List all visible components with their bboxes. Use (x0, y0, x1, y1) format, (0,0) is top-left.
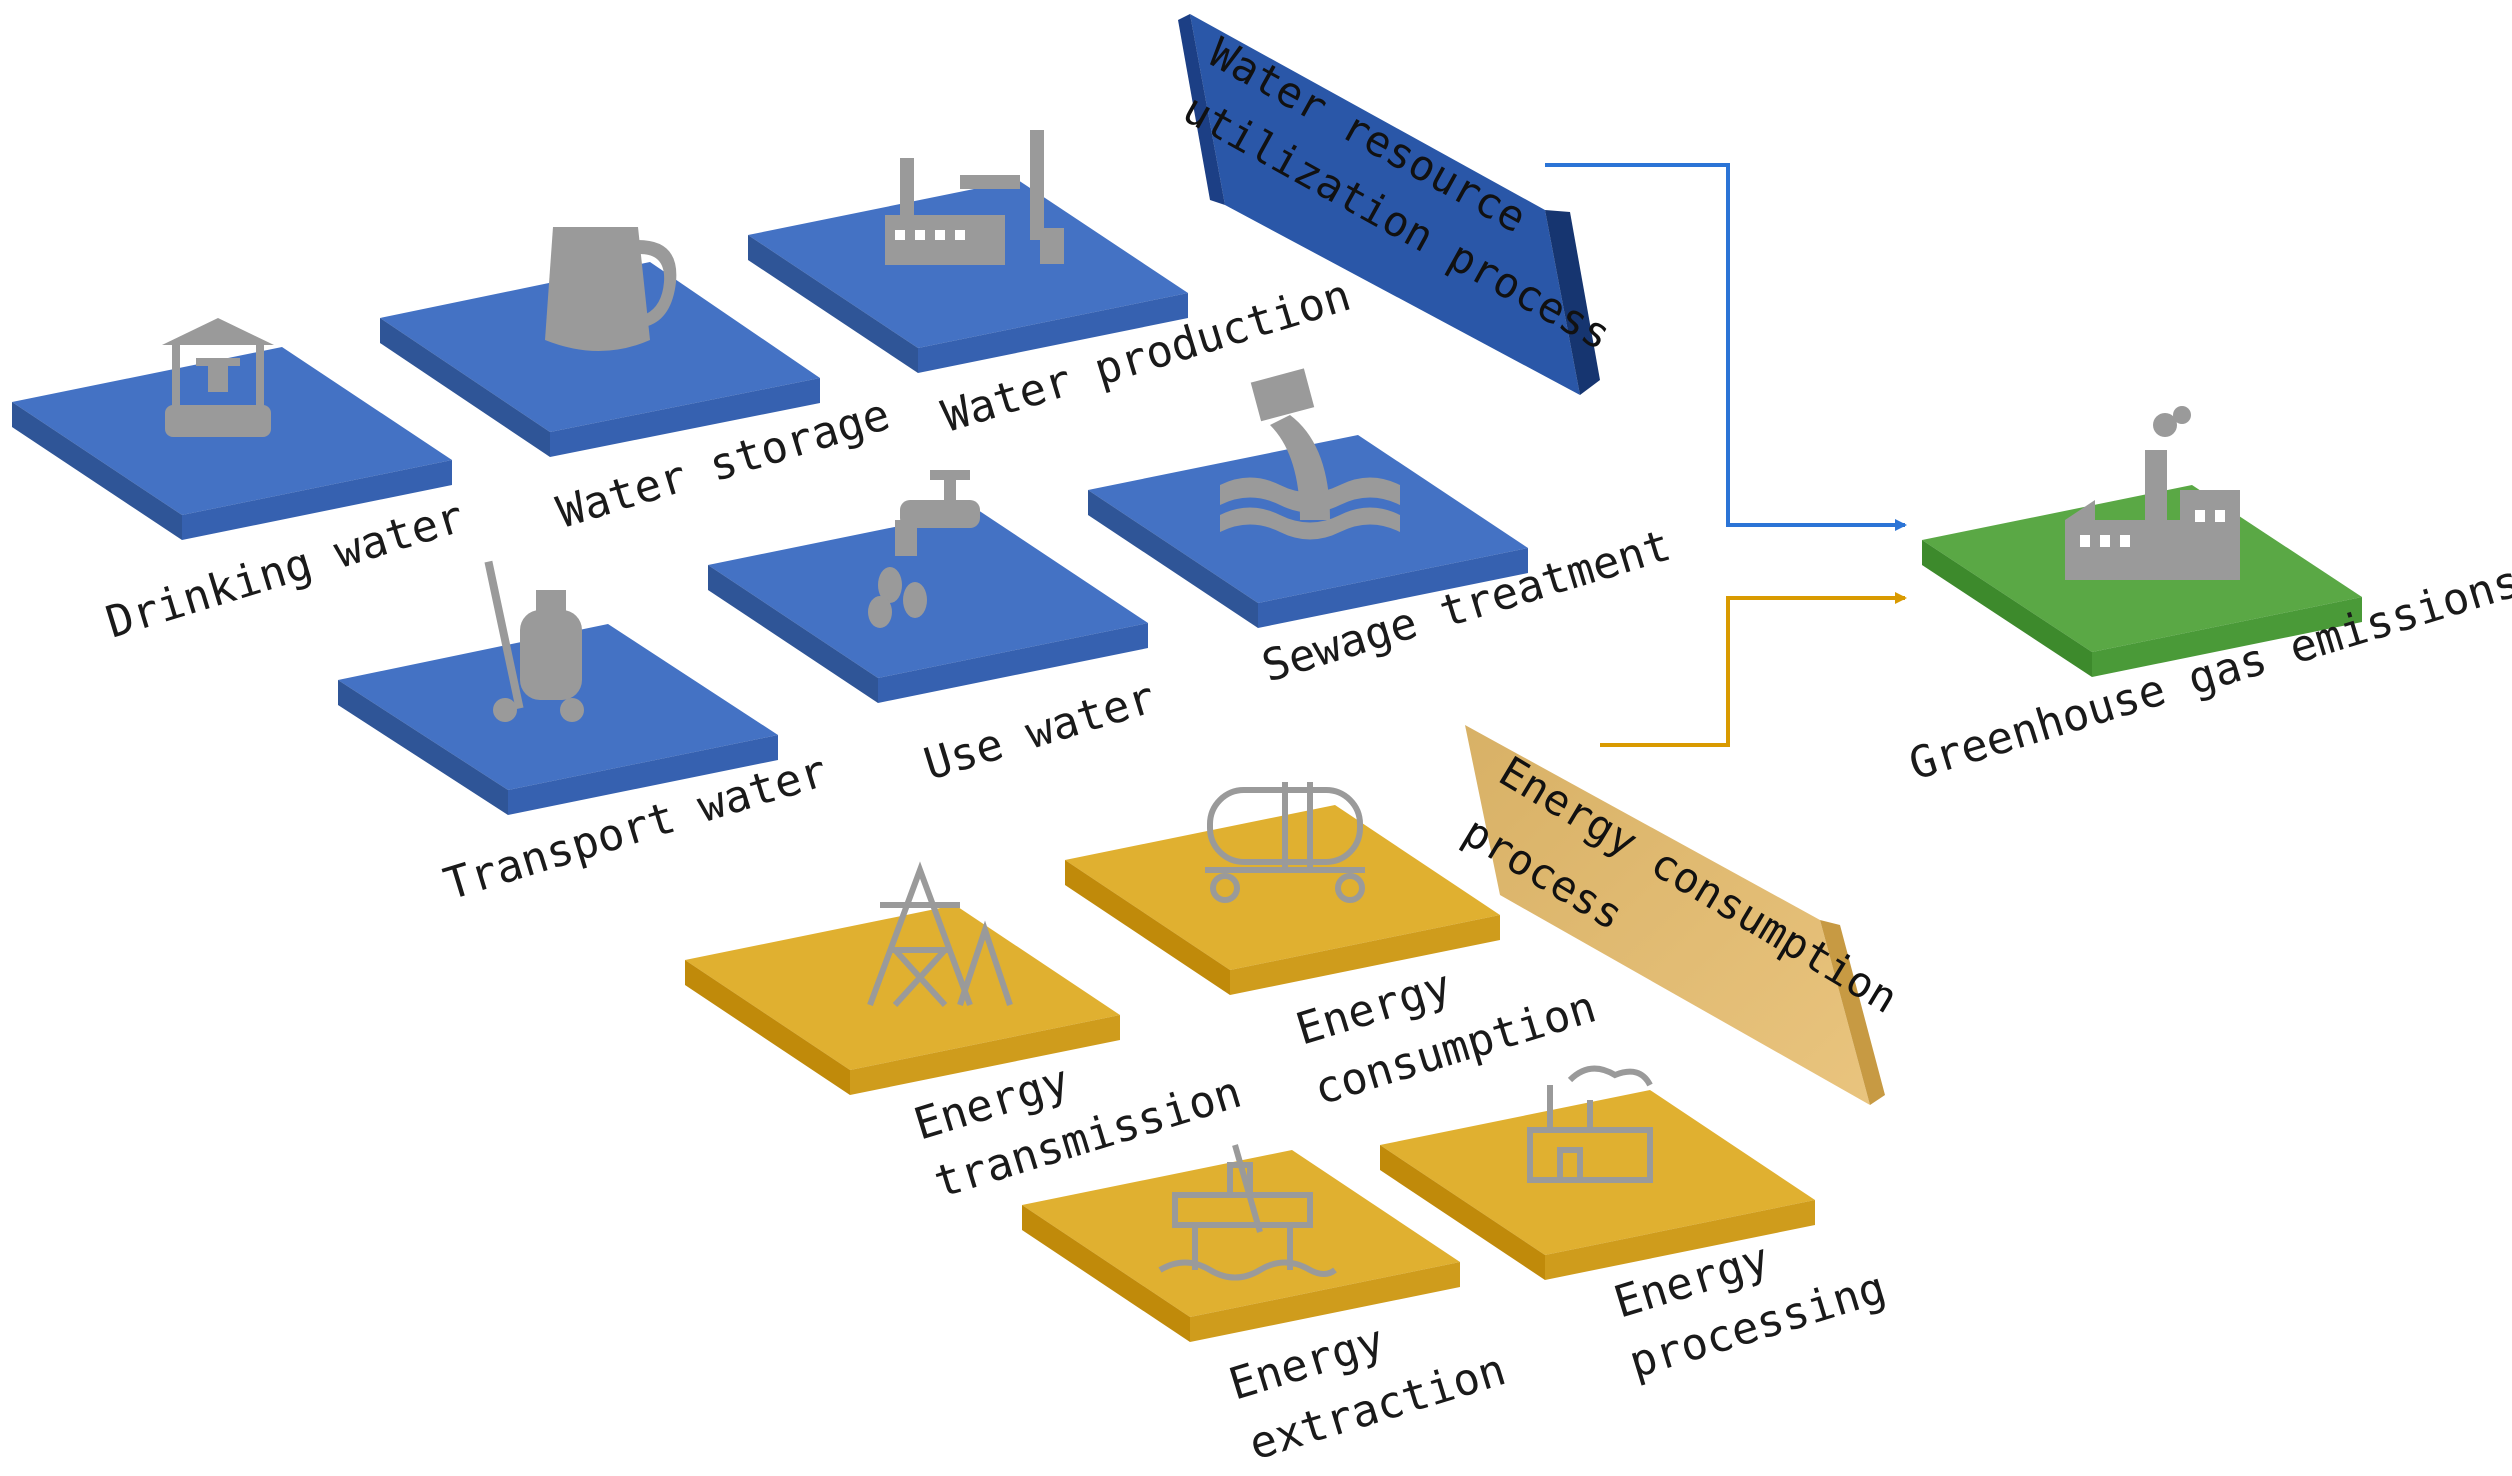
tile-greenhouse-gas-emissions: Greenhouse gas emissions (1903, 406, 2512, 791)
water-plant-icon (885, 130, 1064, 265)
factory-icon (2065, 406, 2240, 580)
jug-icon (545, 227, 677, 351)
label-use-water: Use water (918, 672, 1161, 790)
sewage-outflow-icon (1220, 368, 1400, 540)
water-to-emissions-arrow (1545, 163, 1907, 531)
tile-transport-water: Transport water (338, 560, 833, 911)
tile-energy-processing: Energy processing (1380, 1065, 1892, 1389)
tile-drinking-water: Drinking water (12, 318, 470, 649)
tile-sewage-treatment: Sewage treatment (1088, 368, 1677, 693)
tanker-icon (1205, 782, 1365, 903)
energy-to-emissions-arrow (1600, 592, 1907, 747)
refinery-icon (1527, 1065, 1653, 1183)
water-cart-icon (484, 560, 584, 722)
well-icon (162, 318, 274, 437)
faucet-icon (868, 470, 980, 628)
oil-platform-icon (1158, 1144, 1337, 1281)
power-tower-icon (867, 861, 1013, 1008)
